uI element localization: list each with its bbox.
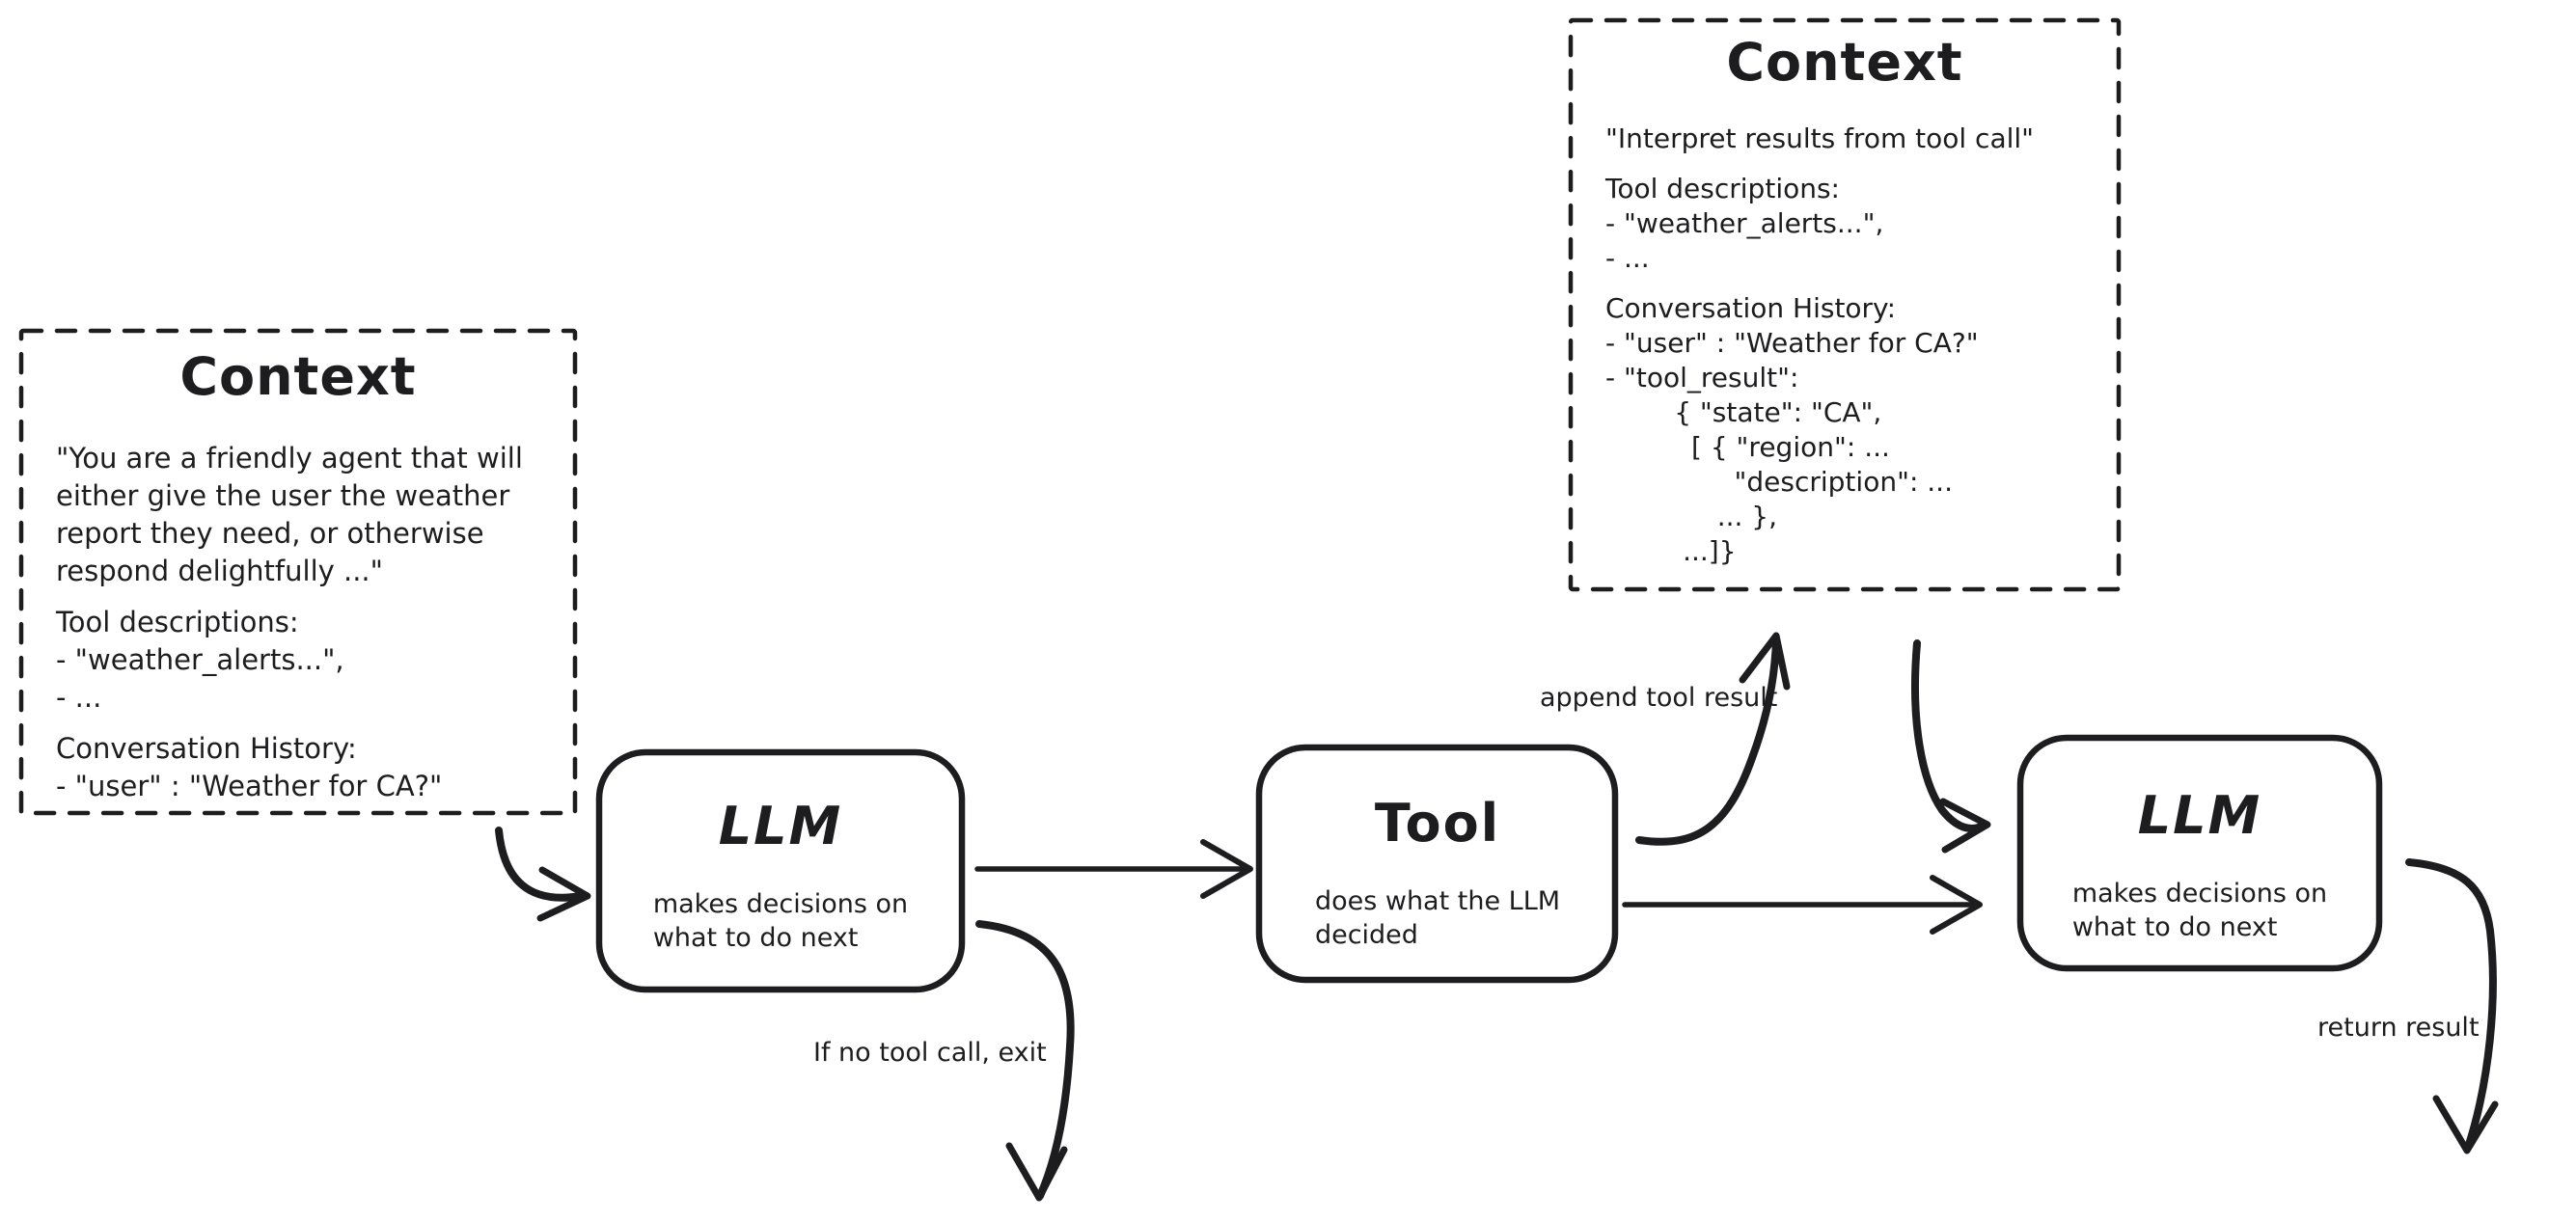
arrow-context-top-to-llm-2	[1911, 639, 1991, 854]
llm-1-node-subtitle: makes decisions on what to do next	[652, 889, 909, 953]
context-left-system-prompt: "You are a friendly agent that will eith…	[56, 442, 523, 587]
tool-node-subtitle: does what the LLM decided	[1314, 886, 1561, 950]
edge-label-no-tool-call-exit: If no tool call, exit	[813, 1038, 1047, 1068]
context-top-box: Context "Interpret results from tool cal…	[1571, 20, 2119, 584]
edge-label-return-result: return result	[2317, 1013, 2480, 1043]
context-top-conversation-history: Conversation History: - "user" : "Weathe…	[1605, 292, 1979, 567]
context-left-conversation-history: Conversation History: - "user" : "Weathe…	[56, 732, 443, 802]
arrow-llm-2-return	[2405, 858, 2499, 1154]
arrow-tool-to-context-top	[1635, 632, 1791, 846]
llm-1-node-title: LLM	[718, 796, 843, 856]
llm-2-node-box	[2016, 734, 2383, 972]
context-left-body: "You are a friendly agent that will eith…	[56, 440, 577, 805]
context-left-box-border	[18, 328, 578, 816]
context-left-title: Context	[179, 346, 417, 407]
context-top-tool-descriptions: Tool descriptions: - "weather_alerts..."…	[1605, 173, 1884, 274]
llm-2-node: LLM makes decisions on what to do next	[2019, 737, 2380, 969]
llm-2-node-subtitle: makes decisions on what to do next	[2071, 879, 2328, 942]
llm-1-node-box	[595, 748, 966, 993]
context-left-box: Context "You are a friendly agent that w…	[19, 331, 577, 819]
context-top-box-border	[1568, 17, 2122, 592]
llm-2-node-title: LLM	[2137, 785, 2262, 846]
arrow-tool-to-llm-2	[1622, 875, 1983, 935]
tool-node-box	[1255, 744, 1619, 984]
llm-1-node: LLM makes decisions on what to do next	[598, 751, 963, 990]
context-top-body: "Interpret results from tool call" Tool …	[1605, 122, 2119, 569]
arrow-llm-1-exit	[975, 920, 1075, 1202]
context-left-tool-descriptions: Tool descriptions: - "weather_alerts..."…	[56, 606, 344, 714]
edge-label-append-tool-result: append tool result	[1540, 683, 1778, 713]
arrow-llm-1-to-tool	[974, 839, 1253, 899]
context-top-title: Context	[1726, 32, 1963, 93]
context-top-instruction: "Interpret results from tool call"	[1605, 122, 2035, 154]
tool-node-title: Tool	[1374, 793, 1501, 854]
arrow-context-left-to-llm-1	[495, 827, 591, 922]
tool-node: Tool does what the LLM decided	[1258, 746, 1617, 981]
